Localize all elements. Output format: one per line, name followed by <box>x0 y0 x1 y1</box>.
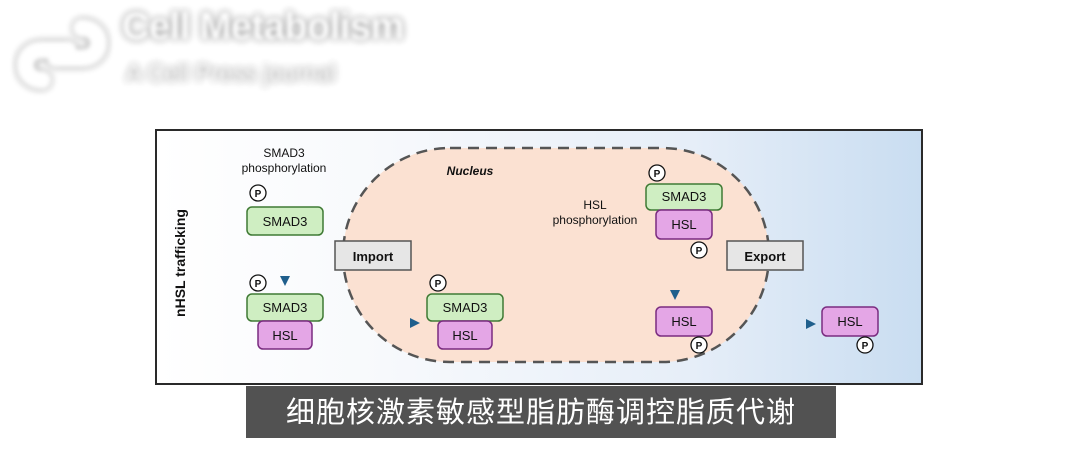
svg-text:SMAD3: SMAD3 <box>263 214 308 229</box>
journal-subtitle: A Cell Press journal <box>126 60 336 87</box>
svg-text:P: P <box>435 279 442 290</box>
side-label: nHSL trafficking <box>172 209 188 317</box>
phospho-badge: P <box>648 164 666 182</box>
svg-text:P: P <box>255 279 262 290</box>
hsl-protein: HSL <box>655 306 713 337</box>
journal-watermark: Cell Metabolism A Cell Press journal <box>0 0 520 120</box>
svg-text:P: P <box>255 189 262 200</box>
journal-title: Cell Metabolism <box>122 6 404 48</box>
svg-text:HSL: HSL <box>671 314 696 329</box>
video-subtitle: 细胞核激素敏感型脂肪酶调控脂质代谢 <box>246 386 836 438</box>
svg-text:HSL: HSL <box>837 314 862 329</box>
hsl-phosphorylation-label-line1: HSL <box>583 198 607 212</box>
svg-text:SMAD3: SMAD3 <box>443 300 488 315</box>
cell-press-logo-icon <box>17 19 107 89</box>
hsl-protein: HSL <box>655 209 713 240</box>
hsl-phosphorylation-label-line2: phosphorylation <box>553 213 638 227</box>
hsl-protein: HSL <box>437 320 493 350</box>
export-label-box: Export <box>726 240 804 271</box>
svg-text:P: P <box>696 246 703 257</box>
svg-text:Import: Import <box>353 249 394 264</box>
svg-text:HSL: HSL <box>272 328 297 343</box>
phospho-badge: P <box>690 241 708 259</box>
phospho-badge: P <box>856 336 874 354</box>
svg-text:P: P <box>696 341 703 352</box>
svg-text:P: P <box>654 169 661 180</box>
smad3-protein: SMAD3 <box>246 206 324 236</box>
svg-text:HSL: HSL <box>671 217 696 232</box>
hsl-protein: HSL <box>257 320 313 350</box>
phospho-badge: P <box>429 274 447 292</box>
smad3-phosphorylation-label-line2: phosphorylation <box>242 161 327 175</box>
phospho-badge: P <box>249 184 267 202</box>
svg-text:Export: Export <box>744 249 786 264</box>
smad3-protein: SMAD3 <box>246 293 324 322</box>
phospho-badge: P <box>249 274 267 292</box>
svg-text:HSL: HSL <box>452 328 477 343</box>
nhsl-trafficking-figure: Nucleus nHSL trafficking SMAD3 phosphory… <box>155 129 923 385</box>
smad3-protein: SMAD3 <box>426 293 504 322</box>
trafficking-diagram: Nucleus nHSL trafficking SMAD3 phosphory… <box>172 146 879 364</box>
svg-text:P: P <box>862 341 869 352</box>
import-label-box: Import <box>334 240 412 271</box>
smad3-phosphorylation-label-line1: SMAD3 <box>263 146 305 160</box>
phospho-badge: P <box>690 336 708 354</box>
svg-text:SMAD3: SMAD3 <box>662 189 707 204</box>
hsl-protein: HSL <box>821 306 879 337</box>
svg-text:SMAD3: SMAD3 <box>263 300 308 315</box>
smad3-protein: SMAD3 <box>645 183 723 211</box>
nucleus-label: Nucleus <box>447 164 494 178</box>
